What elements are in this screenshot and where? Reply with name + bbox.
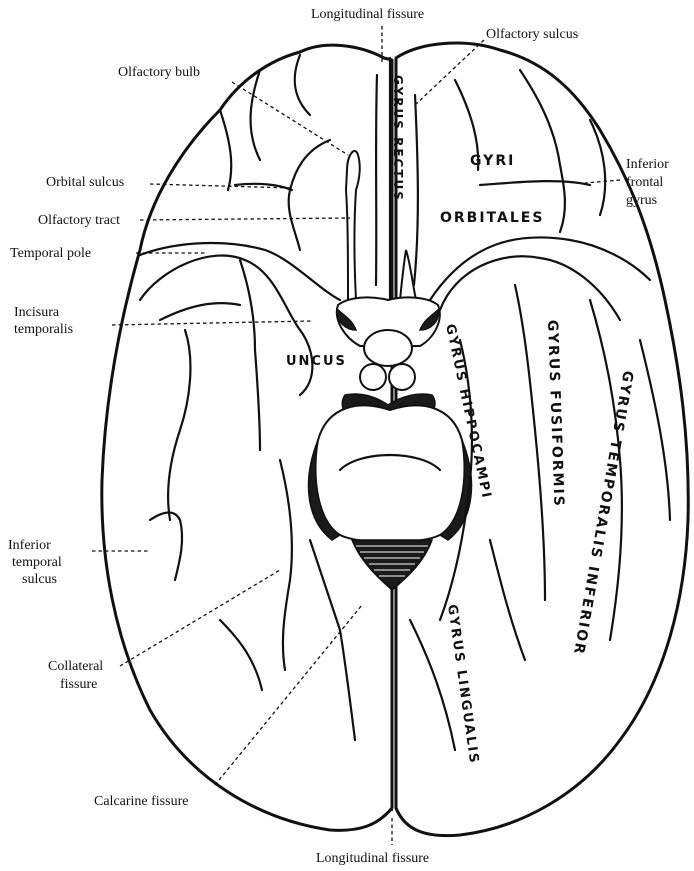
label-inferior-temporal-sulcus-2: temporal <box>12 555 62 570</box>
label-inferior-frontal-1: Inferior <box>626 157 669 172</box>
label-longitudinal-fissure-bottom: Longitudinal fissure <box>316 851 429 866</box>
region-gyri: GYRI <box>470 153 515 169</box>
label-olfactory-tract: Olfactory tract <box>38 213 120 228</box>
left-olfactory-sulcus <box>376 75 377 285</box>
label-inferior-temporal-sulcus-1: Inferior <box>8 538 51 553</box>
label-collateral-2: fissure <box>60 677 97 692</box>
region-orbitales: ORBITALES <box>440 210 544 226</box>
label-incisura-1: Incisura <box>14 305 60 320</box>
label-inferior-temporal-sulcus-3: sulcus <box>22 572 57 587</box>
label-collateral-1: Collateral <box>48 659 103 674</box>
pituitary-stalk <box>364 330 412 366</box>
label-longitudinal-fissure-top: Longitudinal fissure <box>311 7 424 22</box>
label-orbital-sulcus: Orbital sulcus <box>46 175 124 190</box>
label-calcarine: Calcarine fissure <box>94 794 188 809</box>
label-inferior-frontal-3: gyrus <box>626 193 657 208</box>
label-incisura-2: temporalis <box>14 322 73 337</box>
label-olfactory-bulb: Olfactory bulb <box>118 65 200 80</box>
right-mammillary-body <box>389 364 415 390</box>
label-temporal-pole: Temporal pole <box>10 246 91 261</box>
region-gyrus-rectus: GYRUS RECTUS <box>391 75 405 202</box>
region-uncus: UNCUS <box>286 354 347 369</box>
left-mammillary-body <box>360 364 386 390</box>
pons-outline <box>314 405 465 542</box>
label-olfactory-sulcus: Olfactory sulcus <box>486 27 578 42</box>
label-inferior-frontal-2: frontal <box>626 175 663 190</box>
